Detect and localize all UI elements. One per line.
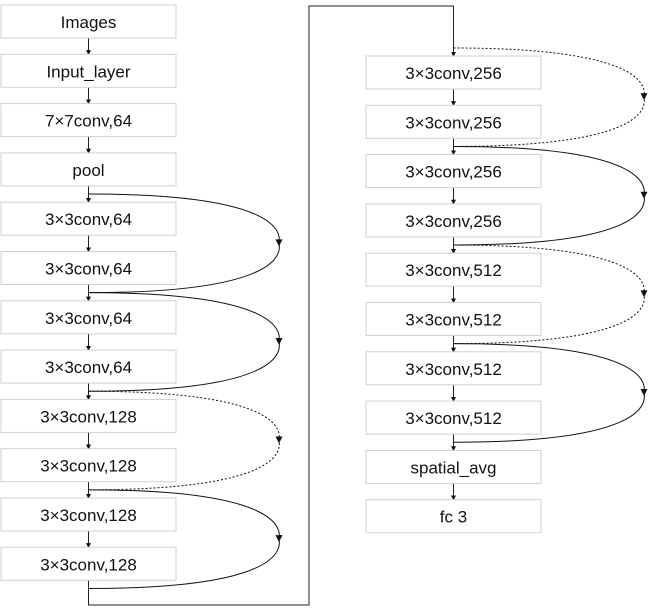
layer-node-label: Images bbox=[61, 13, 117, 32]
layer-node-label: 3×3conv,512 bbox=[405, 360, 502, 379]
layer-node-label: 3×3conv,256 bbox=[405, 163, 502, 182]
skip-arrowhead bbox=[640, 191, 648, 199]
layer-node-label: 3×3conv,64 bbox=[45, 309, 132, 328]
layer-node-box bbox=[0, 103, 177, 138]
layer-node-label: 3×3conv,512 bbox=[405, 311, 502, 330]
layer-node-box bbox=[0, 201, 177, 236]
layer-node-label: 3×3conv,512 bbox=[405, 261, 502, 280]
layer-node: spatial_avg bbox=[365, 449, 542, 484]
layer-node: 3×3conv,256 bbox=[365, 154, 542, 189]
layer-node-box bbox=[0, 152, 177, 187]
layer-node-box bbox=[0, 251, 177, 285]
layer-node: 3×3conv,256 bbox=[365, 203, 542, 238]
layer-node-label: 3×3conv,256 bbox=[405, 64, 502, 83]
layer-node-label: 3×3conv,128 bbox=[40, 407, 137, 426]
layer-node: 3×3conv,128 bbox=[0, 546, 177, 581]
layer-node-label: 3×3conv,64 bbox=[45, 358, 132, 377]
skip-arrowhead bbox=[640, 93, 648, 101]
layer-node: fc 3 bbox=[365, 499, 542, 534]
layer-node-label: pool bbox=[72, 161, 104, 180]
layer-node-box bbox=[0, 300, 177, 335]
skip-arrowhead bbox=[275, 337, 283, 345]
skip-arrowhead bbox=[275, 436, 283, 444]
layer-node: 3×3conv,256 bbox=[365, 55, 542, 90]
layer-node: 3×3conv,128 bbox=[0, 497, 177, 532]
layer-node-box bbox=[0, 398, 177, 433]
skip-arrowhead bbox=[640, 290, 648, 298]
layer-node: 3×3conv,128 bbox=[0, 398, 177, 433]
skip-connections-layer bbox=[88, 47, 648, 589]
layer-node-box bbox=[365, 252, 542, 287]
layer-node-label: spatial_avg bbox=[410, 458, 496, 477]
layer-node-box bbox=[365, 351, 542, 386]
layer-node: 3×3conv,64 bbox=[0, 201, 177, 236]
layer-node-label: 3×3conv,512 bbox=[405, 409, 502, 428]
layer-node: Input_layer bbox=[0, 53, 177, 88]
layer-node: 3×3conv,256 bbox=[365, 104, 542, 139]
layer-node: 3×3conv,512 bbox=[365, 302, 542, 336]
layer-node-box bbox=[365, 400, 542, 435]
layer-node: pool bbox=[0, 152, 177, 187]
layer-node-label: 3×3conv,256 bbox=[405, 212, 502, 231]
layer-node-label: 3×3conv,64 bbox=[45, 260, 132, 279]
layer-node: 3×3conv,512 bbox=[365, 400, 542, 435]
layer-node-box bbox=[365, 104, 542, 139]
layer-node: Images bbox=[0, 4, 177, 39]
layer-node-label: Input_layer bbox=[46, 62, 130, 81]
layer-node-label: 3×3conv,64 bbox=[45, 210, 132, 229]
skip-arrowhead bbox=[275, 239, 283, 247]
layer-node-label: 3×3conv,128 bbox=[40, 506, 137, 525]
layer-node-box bbox=[365, 302, 542, 336]
layer-node-box bbox=[365, 55, 542, 90]
layer-node: 3×3conv,64 bbox=[0, 300, 177, 335]
layer-node-label: fc 3 bbox=[440, 508, 467, 527]
layer-node-label: 7×7conv,64 bbox=[45, 112, 132, 131]
layer-node: 7×7conv,64 bbox=[0, 103, 177, 138]
layer-node-box bbox=[0, 4, 177, 39]
layer-node: 3×3conv,64 bbox=[0, 251, 177, 285]
layer-node-box bbox=[365, 154, 542, 189]
layer-node: 3×3conv,128 bbox=[0, 448, 177, 483]
layer-node-label: 3×3conv,128 bbox=[40, 457, 137, 476]
layer-node-box bbox=[0, 349, 177, 384]
layer-node-box bbox=[365, 499, 542, 534]
skip-arrowhead bbox=[640, 388, 648, 396]
layer-node: 3×3conv,512 bbox=[365, 252, 542, 287]
layer-node-box bbox=[365, 203, 542, 238]
skip-arrowhead bbox=[275, 535, 283, 543]
layer-node-label: 3×3conv,256 bbox=[405, 113, 502, 132]
layer-node-box bbox=[0, 53, 177, 88]
layer-node-label: 3×3conv,128 bbox=[40, 555, 137, 574]
layer-node: 3×3conv,512 bbox=[365, 351, 542, 386]
layer-node: 3×3conv,64 bbox=[0, 349, 177, 384]
layer-node-box bbox=[365, 449, 542, 484]
layer-node-box bbox=[0, 546, 177, 581]
column-wrap-connector bbox=[88, 5, 456, 606]
layer-node-box bbox=[0, 497, 177, 532]
layer-node-box bbox=[0, 448, 177, 483]
